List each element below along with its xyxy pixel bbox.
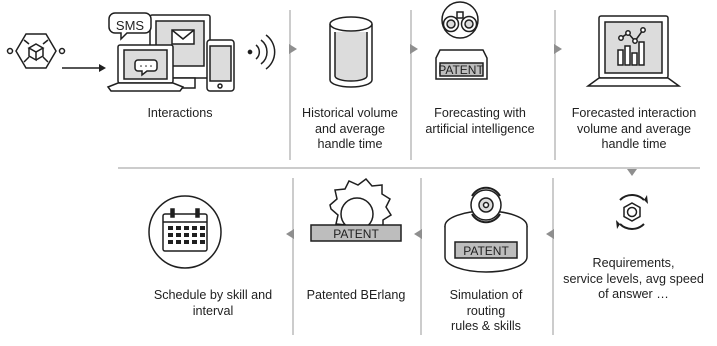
simulation-patent-badge: PATENT xyxy=(463,244,509,258)
sms-text: SMS xyxy=(116,18,145,33)
arrow-right-3 xyxy=(554,44,562,54)
laptop-chart-icon xyxy=(585,15,682,87)
arrow-left-3 xyxy=(286,229,294,239)
forecasted-label: Forecasted interaction volume and averag… xyxy=(571,106,697,151)
arrow-to-devices xyxy=(99,64,106,72)
interactions-label: Interactions xyxy=(147,106,213,120)
forecasting-patent-badge: PATENT xyxy=(438,63,484,77)
arrow-left-1 xyxy=(546,229,554,239)
hexagon-cycle-icon xyxy=(616,194,648,230)
arrow-right-1 xyxy=(289,44,297,54)
dividers xyxy=(118,10,700,335)
database-icon xyxy=(329,16,373,88)
devices-icon xyxy=(106,12,235,92)
berlang-patent-badge: PATENT xyxy=(333,227,379,241)
calendar-grid xyxy=(168,226,205,244)
cube-network-icon xyxy=(6,33,100,69)
arrow-down xyxy=(627,169,637,176)
historical-label: Historical volume and average handle tim… xyxy=(302,106,398,151)
schedule-label: Schedule by skill and interval xyxy=(153,288,273,318)
simulation-label: Simulation of routing rules & skills xyxy=(449,288,523,333)
requirements-label: Requirements, service levels, avg speed … xyxy=(563,256,704,301)
berlang-label: Patented BErlang xyxy=(306,288,406,302)
binoculars-icon xyxy=(435,1,488,80)
flow-arrows xyxy=(286,44,637,239)
gear-simulation-icon xyxy=(444,186,528,273)
signal-waves-icon xyxy=(247,34,276,70)
gear-patent-icon xyxy=(310,177,402,242)
arrow-right-2 xyxy=(410,44,418,54)
forecasting-label: Forecasting with artificial intelligence xyxy=(425,106,535,136)
calendar-icon xyxy=(148,195,222,269)
arrow-left-2 xyxy=(414,229,422,239)
